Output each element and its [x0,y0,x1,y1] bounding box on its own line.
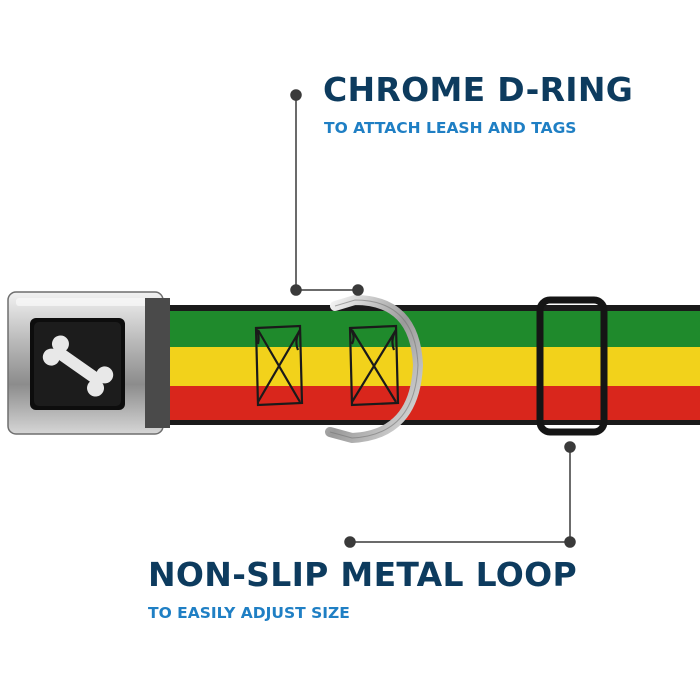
metal-loop-subtitle: TO EASILY ADJUST SIZE [148,604,350,622]
metal-loop [536,296,608,436]
bone-icon [42,335,114,397]
d-ring-subtitle: TO ATTACH LEASH AND TAGS [324,119,577,137]
seatbelt-buckle [7,291,170,435]
strap-emblem [254,324,304,407]
stripe-yellow [165,347,700,386]
collar-strap [150,305,700,425]
stripe-green [165,311,700,347]
metal-loop-title: NON-SLIP METAL LOOP [148,555,577,594]
stripe-red [165,386,700,420]
strap-emblem [348,324,400,407]
d-ring-title: CHROME D-RING [323,70,634,109]
d-ring-leader-line [290,89,364,296]
d-ring [325,294,424,444]
metal-loop-leader-line [344,441,576,548]
